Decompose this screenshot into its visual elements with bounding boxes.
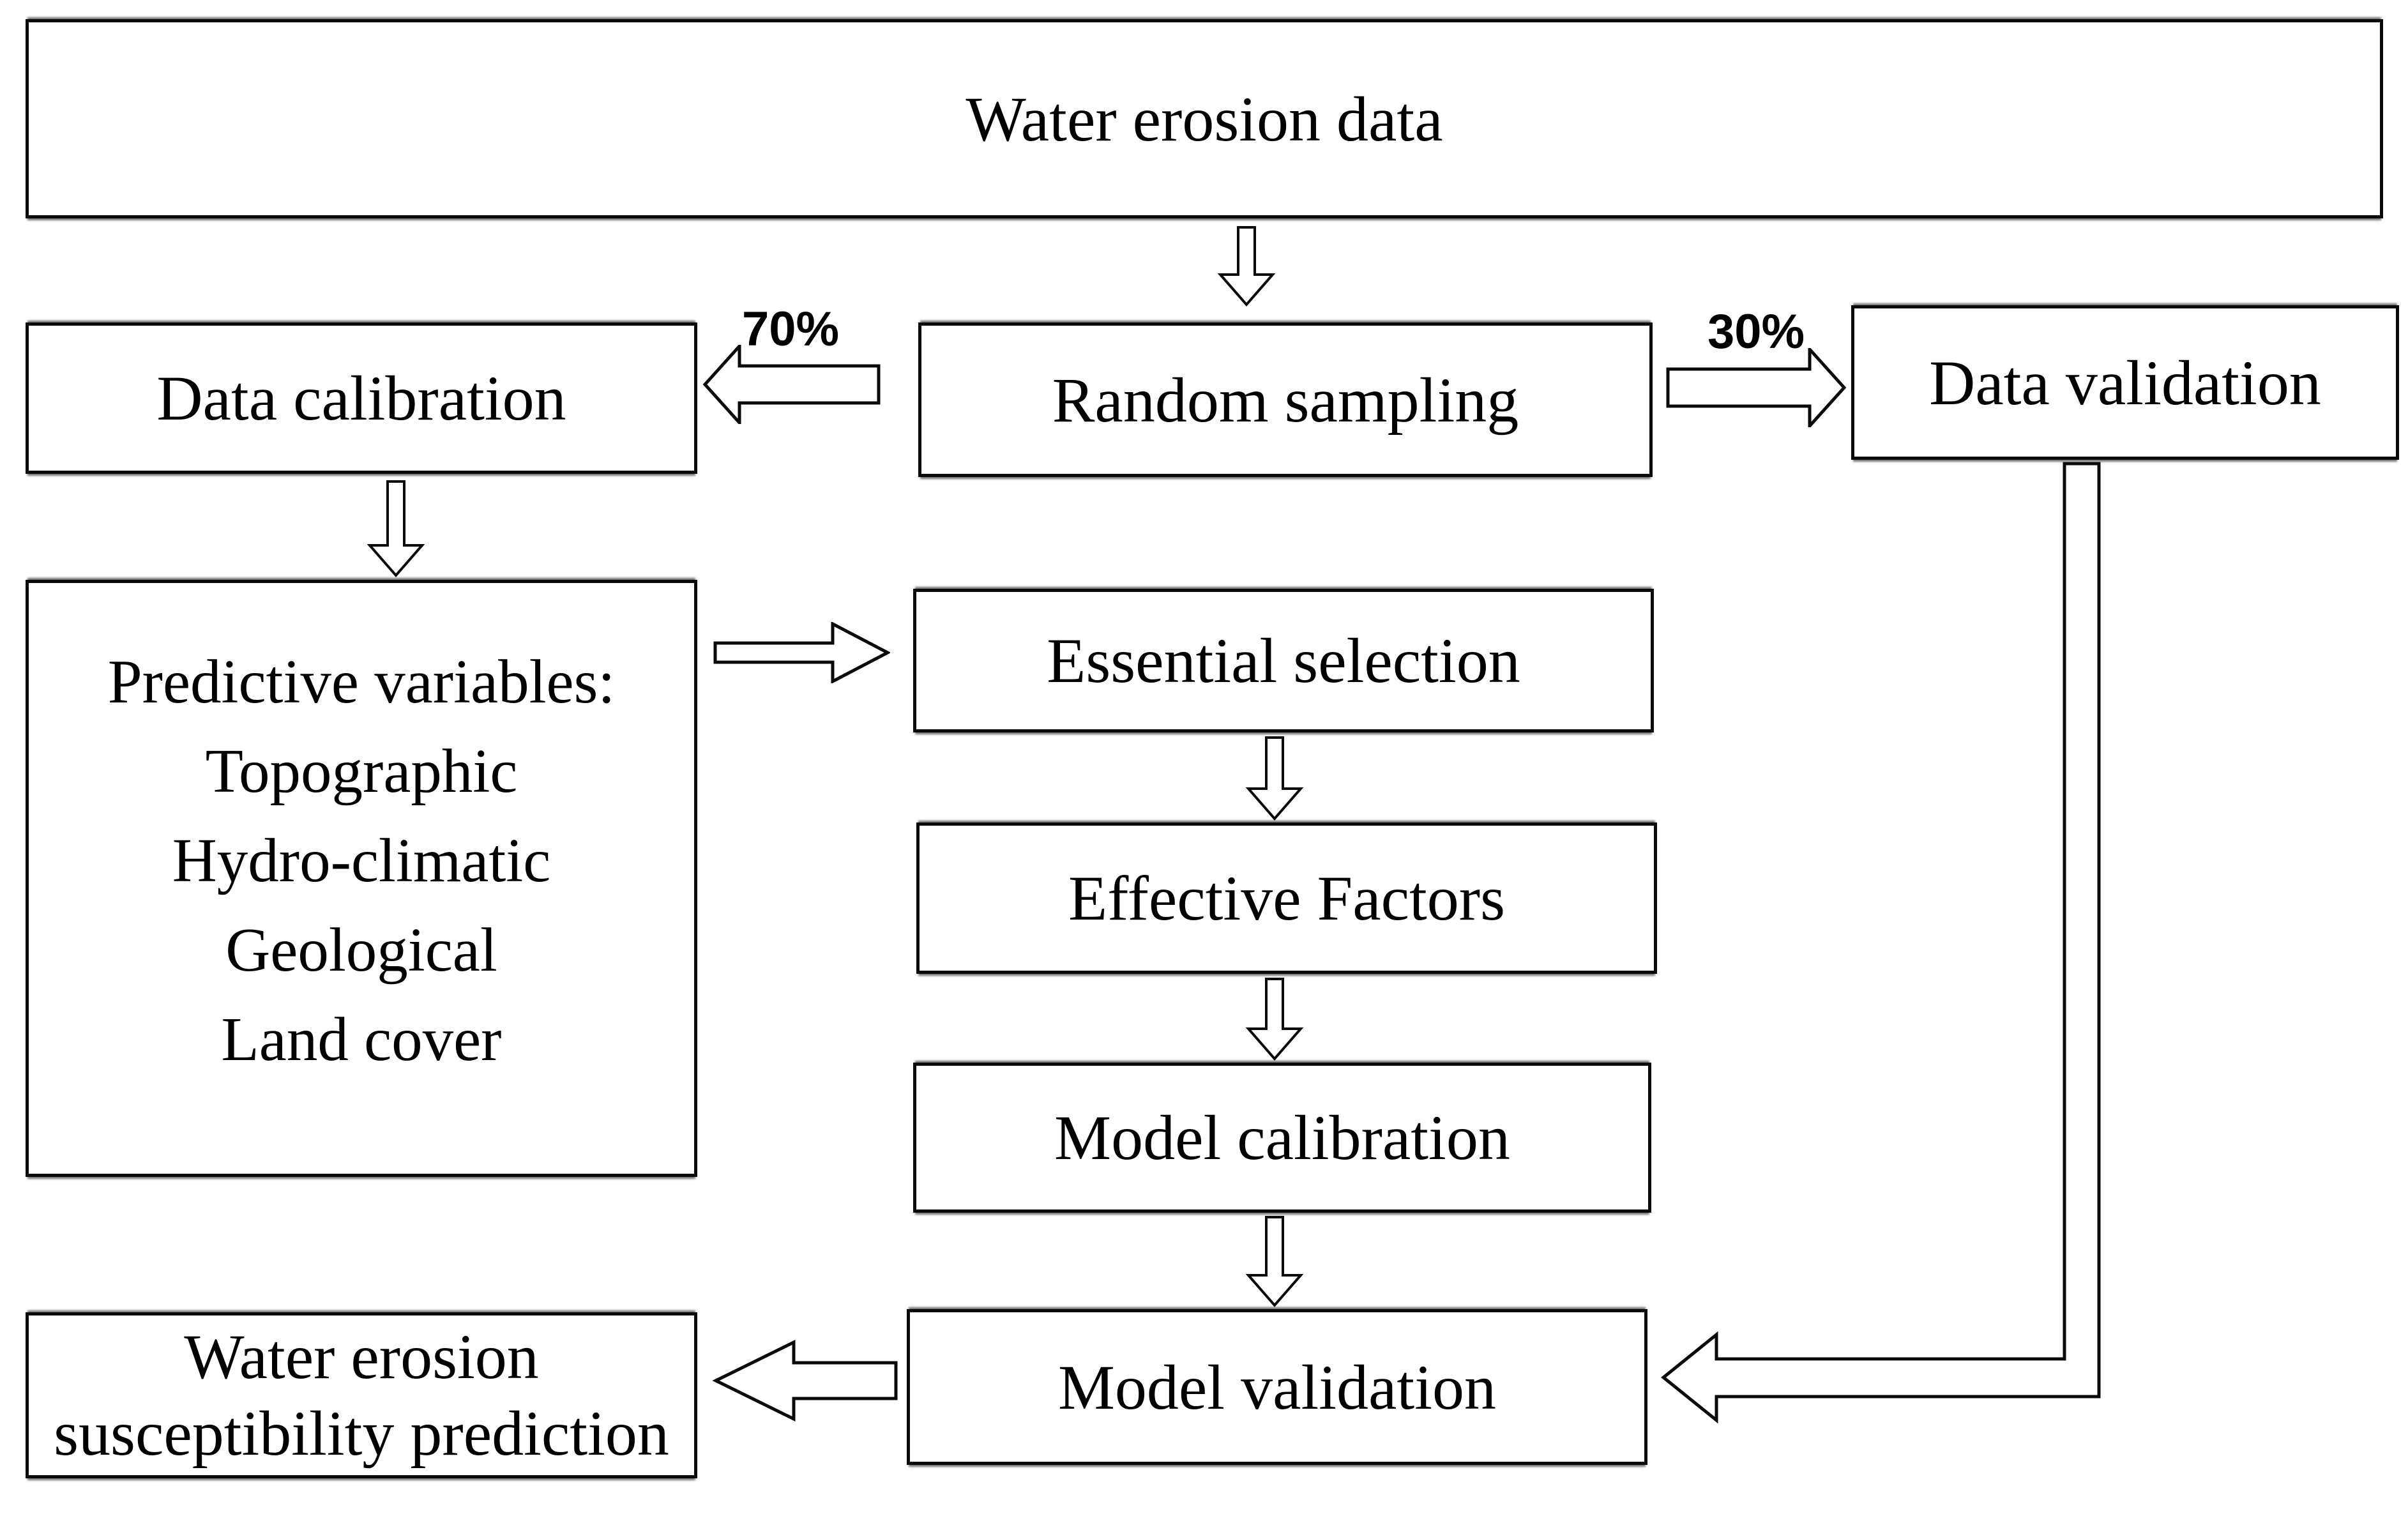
right-block-arrow-icon — [1666, 348, 1847, 427]
node-essential-selection: Essential selection — [913, 589, 1654, 732]
node-label: Land cover — [221, 1005, 502, 1073]
node-label: Hydro-climatic — [172, 826, 551, 895]
down-arrow-icon — [367, 480, 425, 577]
down-arrow-icon — [1246, 736, 1303, 821]
node-effective-factors: Effective Factors — [916, 822, 1657, 974]
node-susceptibility-prediction: Water erosion susceptibility prediction — [26, 1312, 697, 1478]
node-label: Random sampling — [1052, 364, 1519, 436]
elbow-connector-arrow-icon — [1661, 462, 2101, 1424]
down-arrow-icon — [1246, 978, 1303, 1061]
down-arrow-icon — [1218, 226, 1275, 307]
node-label: Data calibration — [156, 363, 566, 434]
node-label: Geological — [225, 916, 497, 984]
node-model-validation: Model validation — [907, 1309, 1647, 1465]
node-random-sampling: Random sampling — [918, 322, 1653, 477]
node-data-calibration: Data calibration — [26, 322, 697, 474]
node-predictive-variables: Predictive variables: Topographic Hydro-… — [26, 580, 697, 1177]
node-label: Essential selection — [1047, 625, 1520, 696]
node-label: Water erosion — [184, 1321, 539, 1392]
node-label: Model calibration — [1054, 1102, 1510, 1173]
down-arrow-icon — [1246, 1216, 1303, 1307]
node-label: susceptibility prediction — [54, 1398, 669, 1469]
node-data-validation: Data validation — [1851, 305, 2399, 460]
node-label: Model validation — [1058, 1351, 1496, 1423]
node-label: Effective Factors — [1068, 863, 1505, 934]
node-label: Data validation — [1929, 347, 2321, 418]
node-model-calibration: Model calibration — [913, 1063, 1651, 1213]
label-30-percent: 30% — [1707, 305, 1805, 359]
node-label: Topographic — [205, 737, 518, 805]
left-block-arrow-icon — [712, 1340, 898, 1421]
right-arrow-icon — [713, 622, 890, 683]
left-block-arrow-icon — [702, 345, 881, 424]
label-70-percent: 70% — [741, 302, 840, 356]
node-label: Predictive variables: — [107, 648, 616, 716]
node-water-erosion-data: Water erosion data — [26, 19, 2383, 218]
node-label: Water erosion data — [965, 83, 1443, 155]
